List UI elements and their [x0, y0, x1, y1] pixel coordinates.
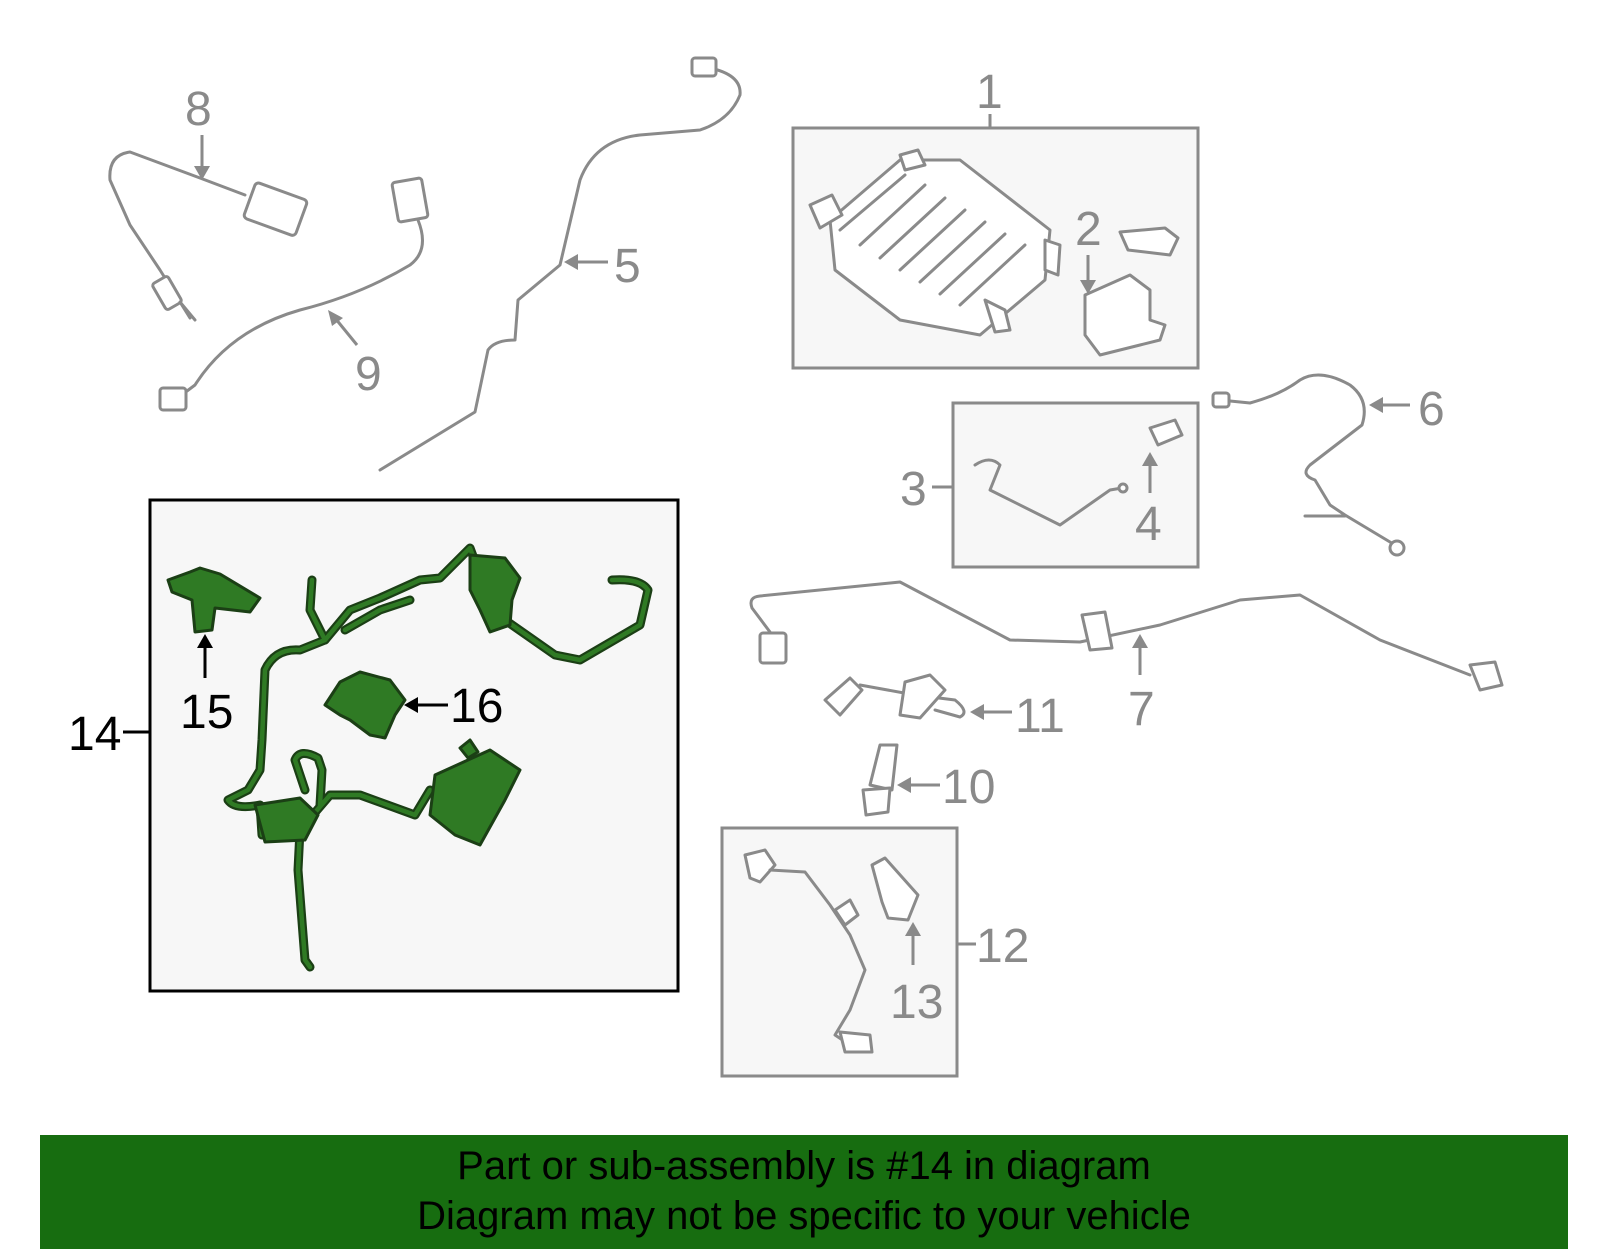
callout-1: 1 — [976, 66, 1003, 128]
footer-line-1: Part or sub-assembly is #14 in diagram — [457, 1144, 1151, 1188]
svg-text:16: 16 — [450, 680, 503, 733]
footer-banner: Part or sub-assembly is #14 in diagram D… — [40, 1135, 1568, 1249]
part-6-vapor-line[interactable] — [1211, 373, 1406, 557]
part-5-fuel-line[interactable] — [378, 56, 742, 472]
svg-text:10: 10 — [942, 761, 995, 814]
part-16-connector[interactable] — [323, 670, 407, 740]
part-10-sensor[interactable] — [861, 743, 899, 817]
part-9-sensor-harness[interactable] — [158, 176, 430, 412]
callout-12: 12 — [957, 920, 1029, 973]
svg-text:3: 3 — [900, 463, 927, 516]
footer-line-2: Diagram may not be specific to your vehi… — [417, 1194, 1191, 1238]
callout-11: 11 — [970, 690, 1065, 743]
callout-3: 3 — [900, 463, 953, 516]
svg-text:11: 11 — [1015, 690, 1065, 743]
callout-9: 9 — [328, 310, 382, 401]
callout-15: 15 — [180, 634, 233, 739]
callout-6: 6 — [1369, 383, 1445, 436]
harness-junction-block — [428, 748, 522, 847]
callout-7: 7 — [1128, 634, 1155, 736]
callout-13: 13 — [890, 922, 943, 1029]
part-11-sensor-lead[interactable] — [823, 673, 966, 720]
box-1-canister-assembly[interactable] — [791, 126, 1200, 370]
callout-5: 5 — [564, 240, 641, 293]
svg-text:1: 1 — [976, 66, 1003, 119]
callout-16: 16 — [404, 680, 503, 733]
svg-text:7: 7 — [1128, 683, 1155, 736]
svg-text:13: 13 — [890, 976, 943, 1029]
harness-connector-tab — [458, 738, 480, 760]
svg-text:2: 2 — [1075, 203, 1102, 256]
svg-text:8: 8 — [185, 83, 212, 136]
svg-text:15: 15 — [180, 686, 233, 739]
part-8-oxygen-sensor[interactable] — [108, 150, 309, 322]
svg-text:6: 6 — [1418, 383, 1445, 436]
part-7-vapor-tube[interactable] — [749, 580, 1504, 692]
box-3-line-assembly[interactable] — [951, 401, 1200, 569]
part-15-connector[interactable] — [166, 566, 262, 634]
callout-8: 8 — [185, 83, 212, 180]
harness-cluster — [253, 796, 320, 844]
callout-2: 2 — [1075, 203, 1102, 294]
callout-10: 10 — [897, 761, 995, 814]
harness-bracket — [468, 553, 522, 634]
svg-text:9: 9 — [355, 348, 382, 401]
callout-14: 14 — [68, 708, 150, 761]
box-14-wiring-harness[interactable] — [148, 498, 680, 993]
callout-4: 4 — [1135, 452, 1162, 551]
box-12-sensor-assembly[interactable] — [720, 826, 959, 1078]
svg-text:14: 14 — [68, 708, 121, 761]
svg-text:5: 5 — [614, 240, 641, 293]
svg-text:12: 12 — [976, 920, 1029, 973]
svg-text:4: 4 — [1135, 498, 1162, 551]
